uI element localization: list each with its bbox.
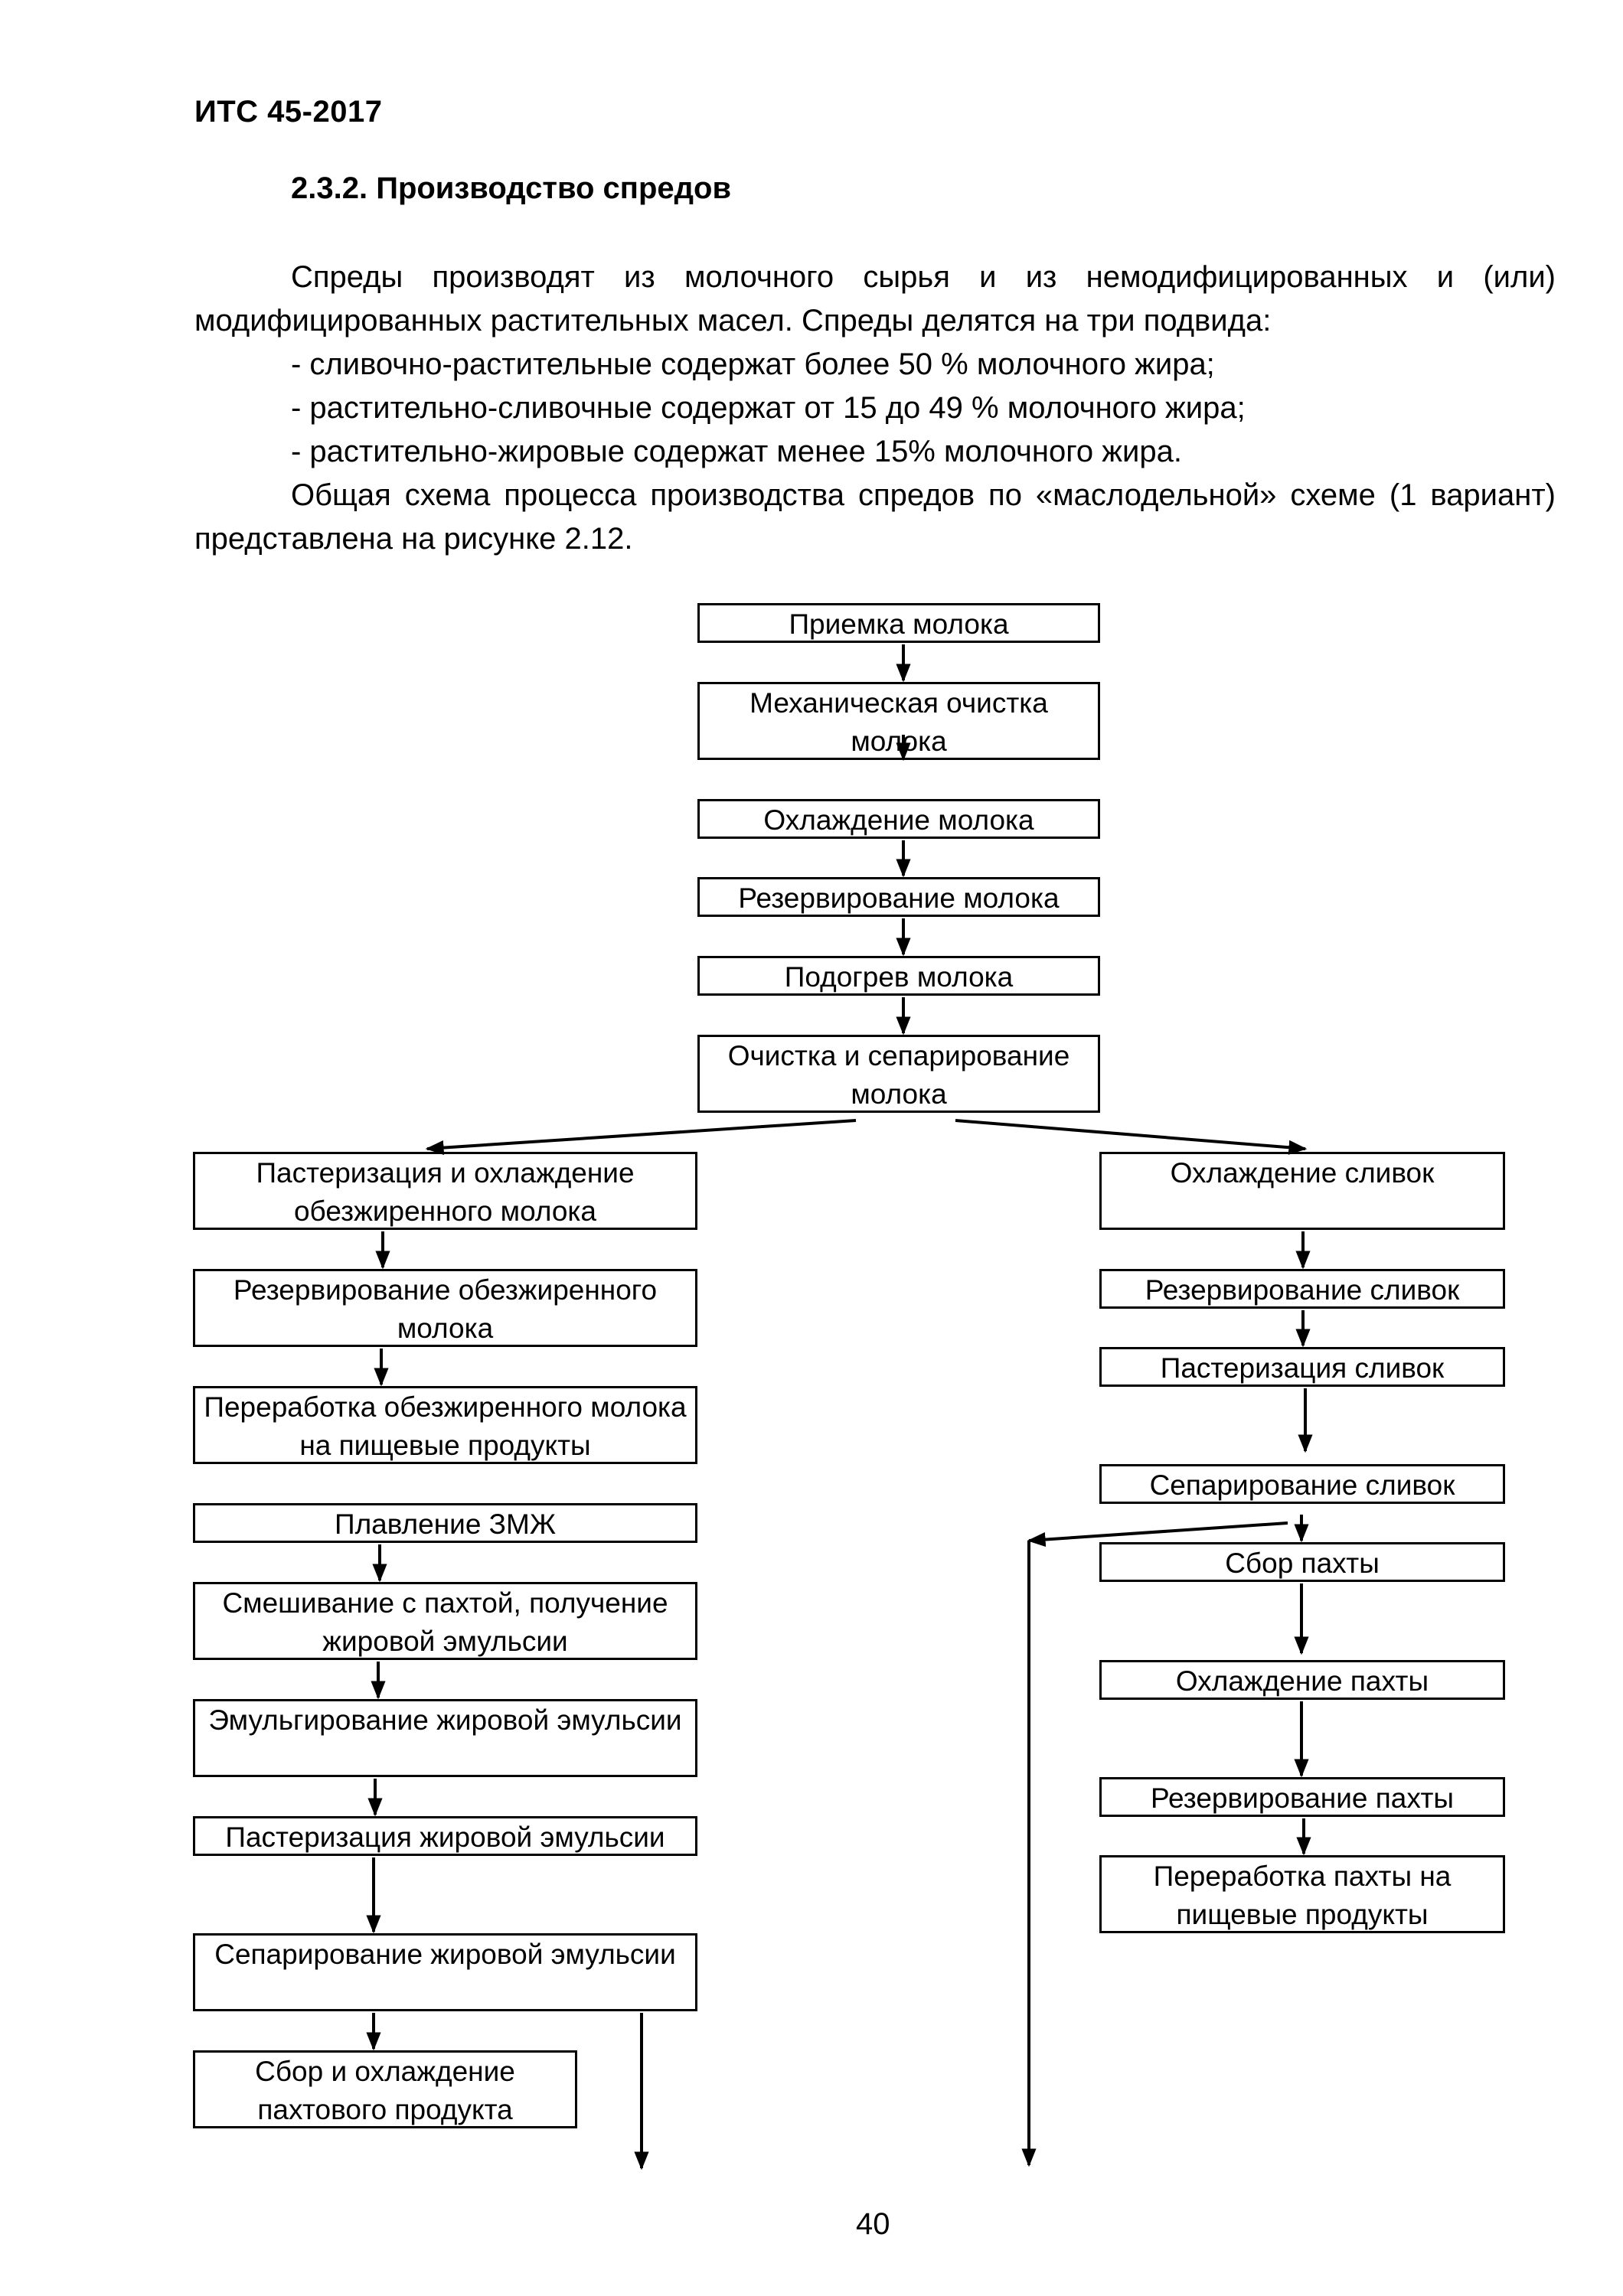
flow-box-label: Переработка пахты на пищевые продукты [1153,1861,1452,1930]
flow-box: Пастеризация сливок [1099,1347,1505,1387]
flow-box: Подогрев молока [697,956,1100,996]
flow-box: Резервирование обезжиренного молока [193,1269,697,1347]
flow-box-label: Сбор и охлаждение пахтового продукта [255,2056,515,2125]
flow-box: Охлаждение сливок [1099,1152,1505,1230]
flow-box: Очистка и сепарирование молока [697,1035,1100,1113]
flow-box-label: Пастеризация жировой эмульсии [225,1821,665,1853]
list-item: - растительно-жировые содержат менее 15%… [291,435,1182,468]
paragraph-figure-ref: Общая схема процесса производства спредо… [194,478,1556,556]
flow-box: Смешивание с пахтой, получение жировой э… [193,1582,697,1660]
list-item: - растительно-сливочные содержат от 15 д… [291,391,1246,425]
flow-box-label: Плавление ЗМЖ [334,1508,557,1540]
flow-box: Сбор и охлаждение пахтового продукта [193,2050,577,2128]
flow-box-label: Сепарирование сливок [1149,1469,1455,1501]
flow-box-label: Механическая очистка молока [749,687,1048,757]
list-item: - сливочно-растительные содержат более 5… [291,347,1215,381]
flow-box: Механическая очистка молока [697,682,1100,760]
flow-box-label: Резервирование пахты [1150,1782,1454,1814]
flow-box-label: Смешивание с пахтой, получение жировой э… [222,1587,668,1657]
flow-box-label: Охлаждение молока [763,804,1034,836]
flow-box-label: Приемка молока [789,608,1009,640]
flow-arrow [425,1119,857,1156]
flow-box: Охлаждение пахты [1099,1660,1505,1700]
flow-box-label: Пастеризация сливок [1160,1352,1445,1384]
page-number: 40 [856,2207,890,2241]
flow-box: Сепарирование сливок [1099,1464,1505,1504]
paragraph-intro: Спреды производят из молочного сырья и и… [194,260,1556,338]
flow-box-label: Резервирование обезжиренного молока [233,1274,658,1344]
flow-box: Пастеризация жировой эмульсии [193,1816,697,1856]
flow-box: Плавление ЗМЖ [193,1503,697,1543]
flow-box: Резервирование молока [697,877,1100,917]
flow-box: Сепарирование жировой эмульсии [193,1933,697,2011]
flow-box-label: Эмульгирование жировой эмульсии [208,1704,682,1736]
flow-box-label: Очистка и сепарирование молока [727,1040,1070,1110]
flow-arrow [955,1119,1308,1155]
section-title: 2.3.2. Производство спредов [291,171,732,205]
flow-box-label: Переработка обезжиренного молока на пище… [204,1391,687,1461]
flow-box: Переработка обезжиренного молока на пище… [193,1386,697,1464]
document-code: ИТС 45-2017 [194,95,383,129]
flow-box: Сбор пахты [1099,1542,1505,1582]
flow-box: Охлаждение молока [697,799,1100,839]
flow-box: Резервирование сливок [1099,1269,1505,1309]
flow-box-label: Охлаждение пахты [1175,1665,1429,1697]
flow-box-label: Сепарирование жировой эмульсии [214,1939,676,1970]
body-text: Спреды производят из молочного сырья и и… [194,256,1556,561]
flow-box: Приемка молока [697,603,1100,643]
flow-box-label: Подогрев молока [784,961,1014,993]
flow-box-label: Сбор пахты [1225,1548,1380,1579]
flow-box: Пастеризация и охлаждение обезжиренного … [193,1152,697,1230]
flow-box: Резервирование пахты [1099,1777,1505,1817]
flow-box-label: Охлаждение сливок [1170,1157,1435,1189]
flow-box-label: Резервирование молока [738,882,1060,914]
flow-box-label: Пастеризация и охлаждение обезжиренного … [256,1157,635,1227]
flow-box-label: Резервирование сливок [1145,1274,1460,1306]
flow-box: Переработка пахты на пищевые продукты [1099,1855,1505,1933]
flow-arrow [1027,1521,1288,1548]
flow-box: Эмульгирование жировой эмульсии [193,1699,697,1777]
